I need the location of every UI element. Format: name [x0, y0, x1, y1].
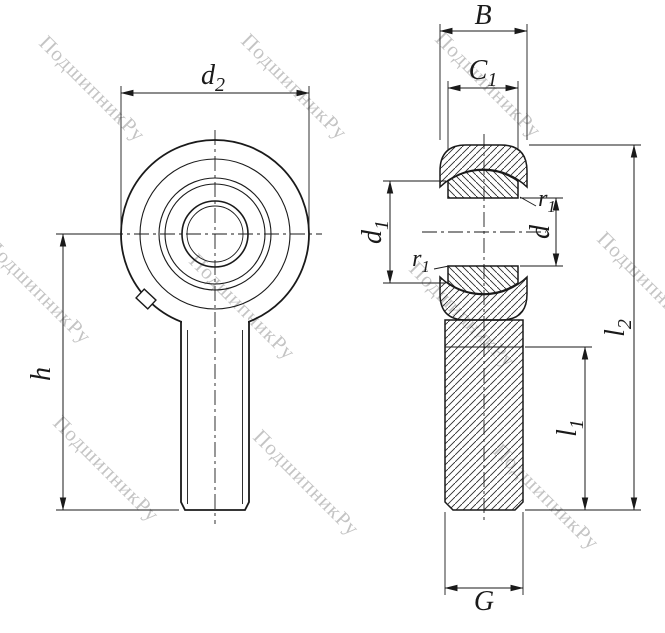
watermark: ПодшипникРу	[48, 411, 164, 527]
grease-notch	[135, 288, 157, 310]
watermark: ПодшипникРу	[248, 425, 364, 541]
front-view	[108, 130, 322, 524]
label-C1: C1	[469, 55, 498, 91]
ball-upper-section	[447, 169, 519, 199]
label-G: G	[474, 586, 494, 617]
dimension-labels: d2 h B C1 d1 d r1 r1 l2 l1 G	[26, 0, 636, 617]
leader-r1-lower	[433, 265, 450, 270]
label-d2: d2	[201, 60, 225, 96]
label-r1-upper: r1	[538, 186, 556, 216]
watermark: ПодшипникРу	[236, 29, 352, 145]
dimensions	[56, 24, 641, 595]
drawing-layer	[56, 24, 641, 595]
watermark-layer: ПодшипникРу ПодшипникРу ПодшипникРу Подш…	[0, 27, 665, 555]
label-h: h	[26, 367, 57, 381]
label-B: B	[474, 0, 491, 31]
label-l2: l2	[600, 319, 636, 337]
label-d1: d1	[357, 220, 393, 244]
shank-outline	[180, 321, 250, 511]
label-d: d	[525, 224, 556, 239]
ball-lower-section	[447, 265, 519, 295]
label-r1-lower: r1	[412, 246, 430, 276]
side-section-view	[422, 134, 546, 524]
leader-r1-upper	[519, 196, 537, 207]
watermark: ПодшипникРу	[0, 233, 97, 349]
watermark: ПодшипникРу	[34, 31, 150, 147]
label-l1: l1	[552, 419, 588, 437]
